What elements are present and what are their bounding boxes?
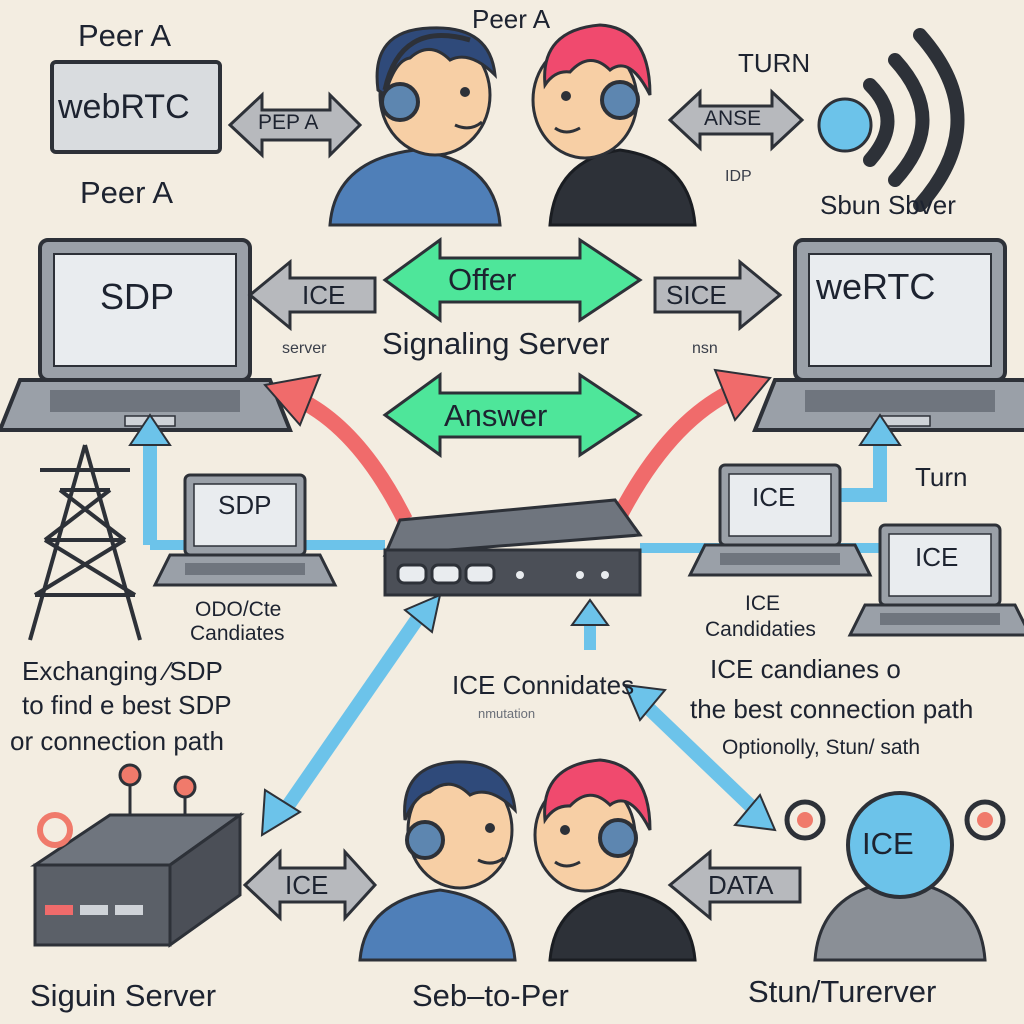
exchanging-line2: to find e best SDP [22,690,232,720]
ice-candianes-line2: the best connection path [690,694,974,724]
peer-to-peer-label: Seb–to-Per [412,978,569,1013]
odo-cte-label: ODO/Cte [195,598,282,621]
peer-person-bottom-left [358,760,517,962]
tower-icon [28,444,142,641]
ice-candianes-line3: Optionolly, Stun/ sath [722,736,921,759]
sice-arrow-right [653,258,783,332]
turn-label-top: TURN [738,48,811,78]
red-arrow-left [263,373,413,524]
router-icon [382,498,643,597]
stun-turn-server-label: Stun/Turerver [748,974,937,1009]
candidates-mid-label: Candidaties [705,618,816,641]
webrtc-box [50,60,222,154]
peer-a-label-left: Peer A [80,175,174,210]
answer-arrow [382,372,643,458]
peer-a-person-left [328,26,502,227]
peer-a-label-topleft: Peer A [78,18,172,53]
exchanging-line3: or connection path [10,726,224,756]
small-laptop-sdp-text: SDP [218,490,272,520]
nsn-small-label: nsn [692,340,718,357]
laptop-left-screen-text: SDP [100,276,175,317]
anse-double-arrow [667,88,805,152]
signaling-server-label: Signaling Server [382,326,610,361]
ice-person-icon [784,791,1006,962]
ice-arrow-bottom [242,848,378,922]
webrtc-box-label: webRTC [58,88,190,126]
answer-label: Answer [444,398,548,433]
candidates-left-label: Candiates [190,622,285,645]
red-arrow-right [612,368,772,519]
laptop-right-screen-text: weRTC [816,266,936,307]
anse-arrow-label: ANSE [704,107,762,130]
blue-arrow-bottom-right [623,683,777,832]
headphones-icon [380,82,420,122]
idp-label: IDP [725,168,752,185]
sice-arrow-label-right: SICE [666,280,727,310]
ice-connidates-label: ICE Connidates [452,670,635,700]
turn-label-right: Turn [915,462,968,492]
ice-arrow-bottom-label: ICE [285,870,329,900]
signaling-server-bottom-label: Siguin Server [30,978,217,1013]
wifi-signal-icon [817,28,965,212]
small-laptop-ice-text: ICE [752,482,796,512]
headphones-icon [600,80,640,120]
pepa-arrow-label: PEP A [258,111,319,134]
offer-arrow [382,237,643,323]
pepa-double-arrow [227,91,363,159]
server-box-icon [30,763,245,948]
ice-circle-label: ICE [862,826,914,861]
exchanging-line1: Exchanging ∕SDP [22,656,223,686]
ice-candianes-line1: ICE candianes o [710,654,901,684]
blue-arrow-bottom-mid [570,598,610,650]
small-laptop-ice-right-text: ICE [915,542,959,572]
peer-a-person-right [531,23,697,227]
peer-a-label-top: Peer A [472,4,551,34]
laptop-icon-left [0,238,292,432]
data-arrow [667,848,802,922]
data-arrow-label: DATA [708,870,774,900]
offer-label: Offer [448,262,517,297]
peer-person-bottom-right [533,758,697,962]
ice-candidates-mid-label: ICE [745,592,781,615]
ice-arrow-left [247,258,377,332]
headphones-icon [598,818,638,858]
ice-arrow-label-left: ICE [302,280,346,310]
ice-connidates-sub-label: nmutation [478,706,536,721]
server-small-label: server [282,340,327,357]
blue-arrow-bottom-left [260,593,442,837]
stun-server-label-top: Sbun Sbver [820,190,956,220]
headphones-icon [405,820,445,860]
